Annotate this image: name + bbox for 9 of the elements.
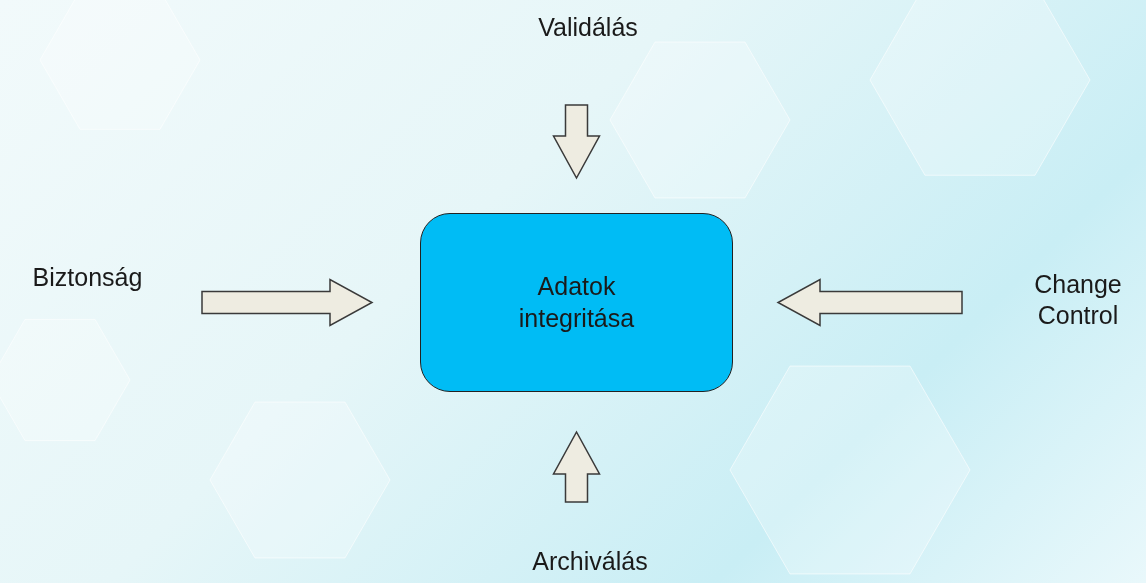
- node-label: Biztonság: [5, 258, 170, 298]
- node-label: Change Control: [1010, 260, 1146, 340]
- node-label: Archiválás: [490, 542, 690, 582]
- node-label: Validálás: [488, 8, 688, 48]
- process-box: Adatok integritása: [420, 213, 733, 392]
- block-arrow: [776, 278, 963, 327]
- block-arrow: [201, 278, 374, 327]
- block-arrow: [552, 104, 601, 180]
- block-arrow: [552, 430, 601, 503]
